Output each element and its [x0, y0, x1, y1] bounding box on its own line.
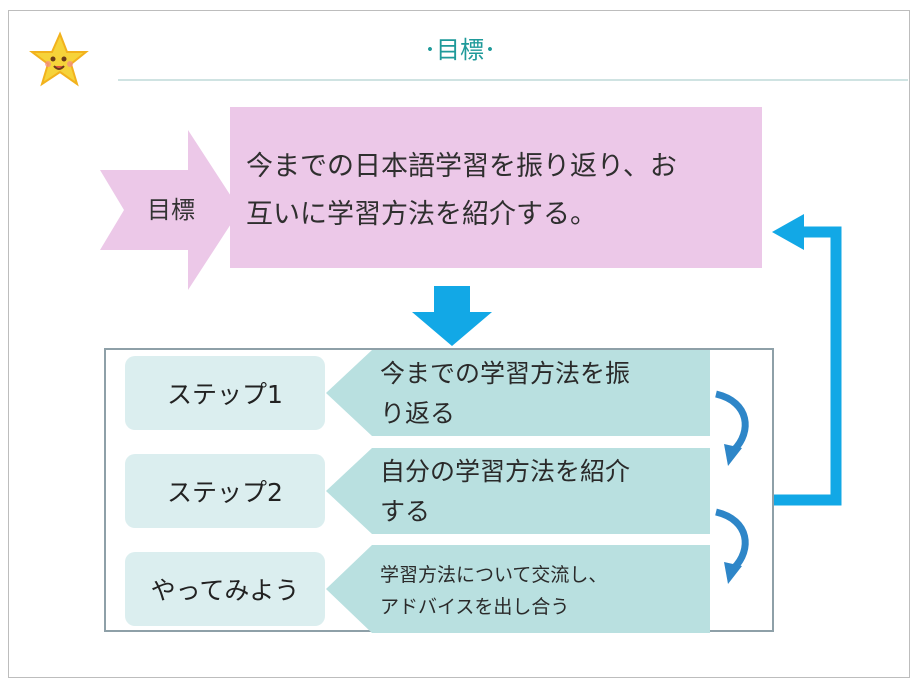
goal-chevron-arrow: [100, 130, 240, 290]
step-2-description: 自分の学習方法を紹介 する: [326, 448, 710, 534]
goal-text-line2: 互いに学習方法を紹介する。: [246, 199, 597, 230]
step-1-desc-line1: 今までの学習方法を振: [380, 359, 631, 388]
slide-frame: [8, 10, 910, 678]
step-2-label: ステップ2: [125, 454, 325, 528]
title-divider: [118, 79, 908, 81]
step-3-label: やってみよう: [125, 552, 325, 626]
slide-title: ･目標･: [424, 36, 496, 64]
down-arrow-icon: [412, 286, 492, 346]
loop-arrow-icon: [772, 214, 842, 506]
step-2-desc-line1: 自分の学習方法を紹介: [380, 457, 631, 486]
step-3-description: 学習方法について交流し、 アドバイスを出し合う: [326, 545, 710, 633]
step-1-desc-line2: り返る: [380, 399, 456, 428]
step-1-description: 今までの学習方法を振 り返る: [326, 350, 710, 436]
goal-label: 目標: [147, 196, 195, 224]
step-2-desc-line2: する: [380, 497, 431, 526]
step-1-label: ステップ1: [125, 356, 325, 430]
goal-text-line1: 今までの日本語学習を振り返り、お: [246, 151, 677, 182]
goal-box: 今までの日本語学習を振り返り、お 互いに学習方法を紹介する。: [230, 107, 762, 268]
star-mascot-icon: [29, 31, 89, 87]
step-3-desc-line2: アドバイスを出し合う: [380, 596, 570, 618]
step-3-desc-line1: 学習方法について交流し、: [380, 564, 608, 586]
curved-arrow-icon: [715, 508, 749, 584]
curved-arrow-icon: [715, 390, 749, 466]
